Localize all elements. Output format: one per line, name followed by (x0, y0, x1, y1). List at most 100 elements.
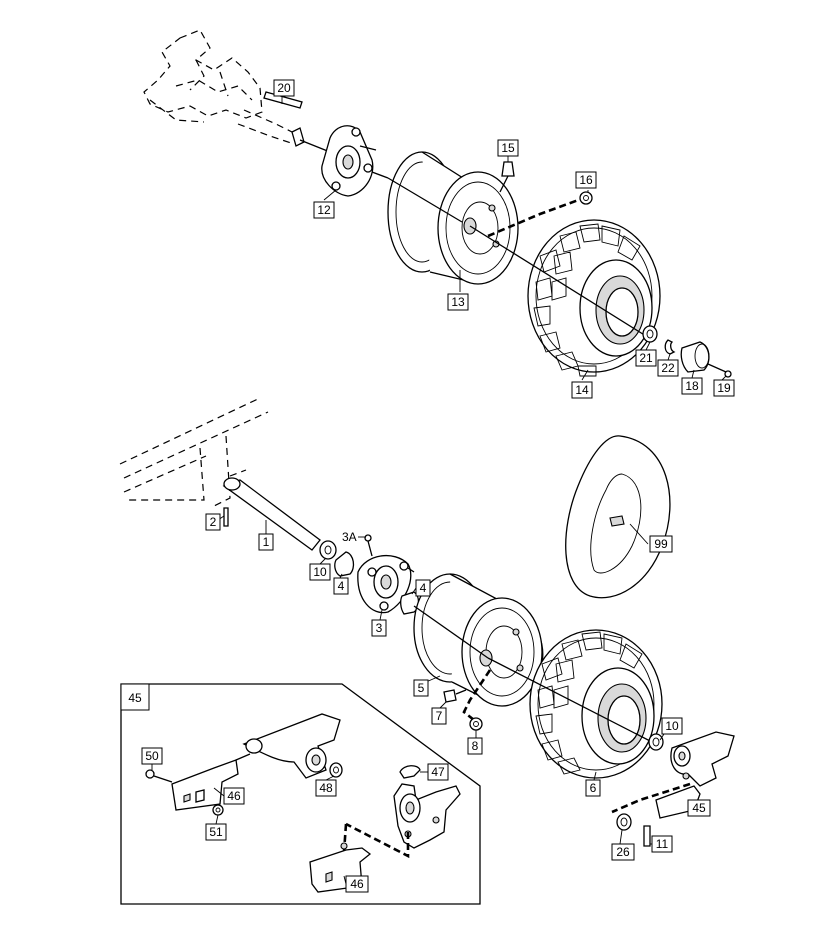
callout-3: 3 (371, 619, 387, 637)
bolt-50 (145, 769, 173, 783)
callout-3A: 3A (342, 530, 357, 544)
leader-lines (151, 96, 727, 885)
bearing-4-left (334, 551, 355, 577)
callout-46-bottom: 46 (345, 875, 369, 893)
svg-text:14: 14 (575, 383, 589, 397)
svg-text:26: 26 (616, 845, 630, 859)
svg-text:3: 3 (376, 621, 383, 635)
callout-48: 48 (315, 779, 337, 797)
svg-text:45: 45 (692, 801, 706, 815)
inset-bracket-right (393, 783, 461, 849)
inset-45 (120, 683, 481, 905)
valve-stem-15 (499, 161, 515, 193)
svg-text:22: 22 (661, 361, 675, 375)
pin-2 (223, 507, 229, 527)
callout-45-right: 45 (687, 799, 711, 817)
plate-46-left (171, 759, 239, 811)
grease-fitting-3A (364, 534, 373, 557)
valve-stem-7 (443, 689, 467, 703)
tire-14 (469, 219, 661, 377)
svg-text:15: 15 (501, 141, 515, 155)
svg-text:48: 48 (319, 781, 333, 795)
svg-text:19: 19 (717, 381, 731, 395)
link-26-11 (611, 782, 691, 814)
nut-16 (487, 191, 593, 238)
callout-50: 50 (141, 747, 163, 765)
callout-1: 1 (258, 533, 274, 551)
callout-10-left: 10 (309, 563, 331, 581)
hub-3 (357, 554, 415, 614)
svg-text:3A: 3A (342, 530, 357, 544)
callout-51: 51 (205, 823, 227, 841)
hub-12 (321, 125, 389, 197)
tire-6 (487, 629, 663, 779)
callout-2: 2 (205, 513, 221, 531)
svg-text:20: 20 (277, 81, 291, 95)
bolt-19 (707, 363, 732, 378)
washer-21 (642, 325, 658, 343)
svg-text:11: 11 (656, 837, 669, 851)
svg-text:46: 46 (227, 789, 241, 803)
svg-text:7: 7 (436, 709, 443, 723)
svg-text:51: 51 (209, 825, 223, 839)
callout-99: 99 (649, 535, 673, 553)
callout-5: 5 (413, 679, 429, 697)
ring-22 (664, 339, 676, 355)
axle-stub-upper (291, 127, 331, 153)
callout-47: 47 (427, 763, 449, 781)
svg-text:6: 6 (590, 781, 597, 795)
upper-assembly (143, 29, 732, 378)
callout-19: 19 (713, 379, 735, 397)
svg-text:1: 1 (263, 535, 270, 549)
callout-26: 26 (611, 843, 635, 861)
nut-8 (462, 669, 492, 731)
svg-text:13: 13 (451, 295, 465, 309)
callouts: 20 12 15 16 13 21 22 14 (128, 79, 735, 893)
callout-15: 15 (497, 139, 519, 157)
pin-11 (643, 825, 651, 847)
cap-18 (680, 341, 710, 373)
inset-45-label-box (120, 683, 150, 711)
svg-text:16: 16 (579, 173, 593, 187)
svg-text:45: 45 (128, 691, 142, 705)
svg-text:4: 4 (420, 581, 427, 595)
callout-20: 20 (273, 79, 295, 97)
washer-26 (616, 813, 632, 831)
callout-7: 7 (431, 707, 447, 725)
svg-text:5: 5 (418, 681, 425, 695)
callout-21: 21 (635, 349, 657, 367)
axle-1 (222, 477, 321, 551)
callout-4-left: 4 (333, 577, 349, 595)
callout-14: 14 (571, 381, 593, 399)
svg-text:99: 99 (654, 537, 668, 551)
callout-22: 22 (657, 359, 679, 377)
callout-46-left: 46 (223, 787, 245, 805)
inner-tube-99 (565, 435, 671, 599)
svg-text:10: 10 (313, 565, 327, 579)
callout-18: 18 (681, 377, 703, 395)
lower-assembly (119, 397, 735, 847)
svg-text:12: 12 (317, 203, 331, 217)
callout-12: 12 (313, 201, 335, 219)
svg-text:46: 46 (350, 877, 364, 891)
bushing-48 (329, 762, 343, 778)
callout-4-right: 4 (415, 579, 431, 597)
washer-10-left (319, 540, 337, 560)
nut-51 (212, 804, 224, 816)
callout-13: 13 (447, 293, 469, 311)
svg-text:21: 21 (639, 351, 653, 365)
svg-text:47: 47 (431, 765, 445, 779)
svg-text:50: 50 (145, 749, 159, 763)
callout-6: 6 (585, 779, 601, 797)
tractor-frame-lower (119, 397, 269, 507)
svg-text:10: 10 (665, 719, 679, 733)
inset-bracket-top (235, 713, 341, 779)
callout-16: 16 (575, 171, 597, 189)
callout-8: 8 (467, 737, 483, 755)
washer-10-right (648, 733, 664, 751)
clip-47 (399, 765, 421, 779)
callout-10-right: 10 (661, 717, 683, 735)
wheel-rim-5 (413, 573, 544, 707)
svg-text:4: 4 (338, 579, 345, 593)
svg-text:8: 8 (472, 739, 479, 753)
